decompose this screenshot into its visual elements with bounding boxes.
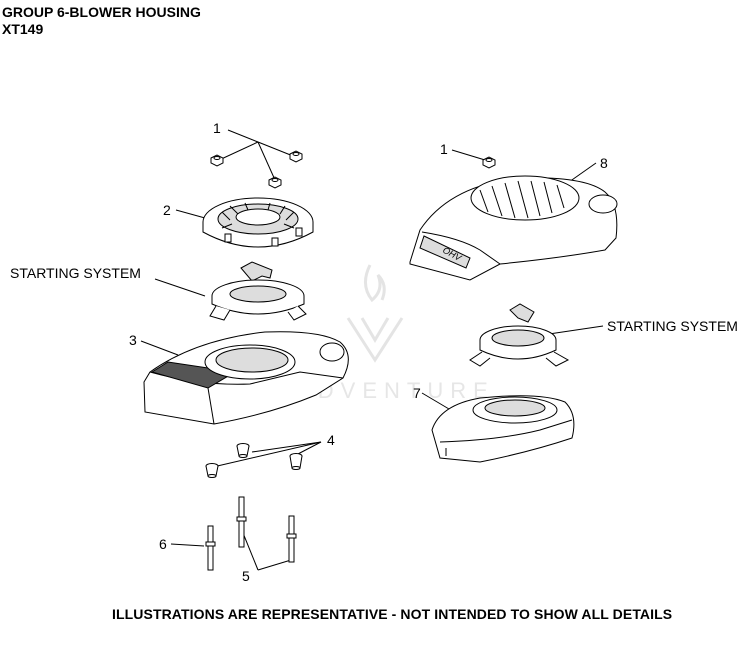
callout-1-left: 1: [213, 120, 221, 136]
nut-right: [482, 156, 496, 169]
callout-2: 2: [163, 202, 171, 218]
callout-5: 5: [242, 568, 250, 584]
starting-system-right: [469, 303, 570, 367]
disclaimer-note: ILLUSTRATIONS ARE REPRESENTATIVE - NOT I…: [112, 606, 673, 622]
callout-8: 8: [600, 155, 608, 171]
grommet-3: [205, 463, 219, 478]
callout-4: 4: [327, 432, 335, 448]
callout-starting-system-right: STARTING SYSTEM: [607, 318, 738, 334]
callout-7: 7: [413, 385, 421, 401]
nut-left-2: [289, 150, 303, 163]
watermark-logo: [346, 264, 404, 363]
blower-housing-part-8: OHV: [409, 175, 618, 281]
leader-lines: [140, 129, 604, 571]
stud-part-6: [205, 525, 216, 571]
callout-3: 3: [129, 332, 137, 348]
nut-left-3: [268, 176, 282, 189]
blower-housing-part-7: [431, 395, 575, 463]
grommet-2: [289, 453, 303, 470]
blower-housing-part-3: [143, 331, 349, 425]
stud-part-5b: [286, 515, 297, 563]
callout-1-right: 1: [440, 141, 448, 157]
nut-left-1: [210, 154, 224, 167]
starting-system-left: [209, 261, 307, 321]
grommet-1: [236, 443, 250, 458]
callout-starting-system-left: STARTING SYSTEM: [10, 265, 141, 281]
model-number: XT149: [2, 21, 44, 37]
stud-part-5a: [236, 496, 247, 548]
callout-6: 6: [159, 536, 167, 552]
starter-cover-part-2: [202, 197, 314, 248]
diagram-title: GROUP 6-BLOWER HOUSING: [2, 4, 201, 20]
